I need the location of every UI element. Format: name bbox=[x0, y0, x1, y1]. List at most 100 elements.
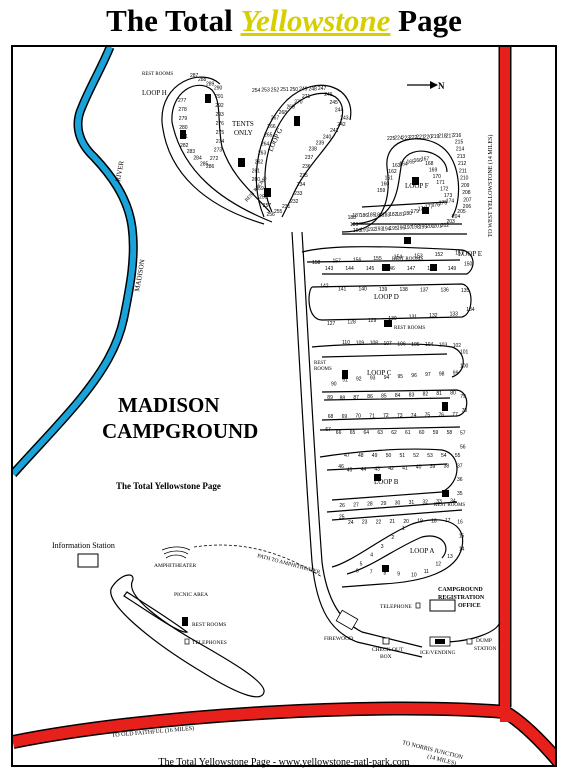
campsite-number: 60 bbox=[419, 430, 425, 436]
campsite-number: 44 bbox=[361, 467, 367, 473]
campsite-number: 268 bbox=[279, 110, 288, 116]
campsite-number: 152 bbox=[435, 252, 444, 258]
campsite-number: 24 bbox=[348, 520, 354, 526]
campsite-number: 154 bbox=[394, 255, 403, 261]
campsite-number: 285 bbox=[200, 161, 209, 167]
firewood-building bbox=[335, 609, 359, 631]
campsite-number: 156 bbox=[353, 257, 362, 263]
campsite-number: 234 bbox=[297, 182, 306, 188]
campsite-number: 217 bbox=[446, 133, 455, 139]
loop-c-label: LOOP C bbox=[367, 369, 392, 377]
campsite-number: 82 bbox=[423, 392, 429, 398]
campsite-number: 40 bbox=[416, 465, 422, 471]
dump-station-label-1: DUMP bbox=[476, 638, 492, 644]
title-suffix: Page bbox=[390, 3, 462, 38]
campsite-number: 180 bbox=[404, 211, 413, 217]
restroom-markers bbox=[180, 94, 449, 626]
campsite-number: 260 bbox=[252, 177, 261, 183]
campsite-number: 225 bbox=[387, 136, 396, 142]
restrooms-label-c-1: REST bbox=[314, 361, 326, 366]
campsite-number: 238 bbox=[309, 147, 318, 153]
campsite-number: 129 bbox=[368, 318, 377, 324]
campsite-number: 46 bbox=[338, 464, 344, 470]
campsite-number: 280 bbox=[179, 125, 188, 131]
campground-roads bbox=[161, 76, 501, 658]
campsite-number: 277 bbox=[178, 98, 187, 104]
registration-label-3: OFFICE bbox=[458, 603, 481, 609]
campsite-number: 102 bbox=[453, 343, 462, 349]
campsite-number: 149 bbox=[448, 266, 457, 272]
campsite-number: 240 bbox=[323, 134, 332, 140]
river-label: RIVER bbox=[114, 160, 126, 182]
campsite-number: 41 bbox=[402, 465, 408, 471]
main-highway bbox=[13, 47, 555, 765]
campsite-number: 168 bbox=[425, 161, 434, 167]
campsite-number: 62 bbox=[391, 430, 397, 436]
tents-only-label-1: TENTS bbox=[232, 120, 254, 128]
campsite-number: 258 bbox=[259, 194, 268, 200]
campsite-number: 167 bbox=[421, 156, 430, 162]
checkout-label-2: BOX bbox=[380, 654, 392, 660]
campsite-number: 99 bbox=[453, 371, 459, 377]
campground-title-line1: MADISON bbox=[118, 393, 220, 417]
to-norris-miles-label: (14 MILES) bbox=[427, 753, 457, 767]
campsite-number: 49 bbox=[372, 453, 378, 459]
campsite-number: 10 bbox=[411, 573, 417, 579]
campsite-number: 292 bbox=[215, 103, 224, 109]
watermark-label: The Total Yellowstone Page bbox=[116, 481, 221, 491]
campsite-number: 72 bbox=[383, 413, 389, 419]
campsite-number: 232 bbox=[290, 199, 299, 205]
restrooms-label-b: REST ROOMS bbox=[434, 503, 465, 508]
campsite-number: 68 bbox=[328, 414, 334, 420]
campsite-number: 253 bbox=[261, 88, 270, 94]
campsite-number: 243 bbox=[340, 115, 349, 121]
campsite-number: 42 bbox=[388, 466, 394, 472]
campsite-number: 209 bbox=[461, 183, 470, 189]
campsite-number: 59 bbox=[433, 430, 439, 436]
campsite-number: 291 bbox=[215, 94, 224, 100]
campsite-number: 223 bbox=[402, 135, 411, 141]
campsite-number: 158 bbox=[312, 260, 321, 266]
campsite-number: 244 bbox=[335, 108, 344, 114]
campsite-number: 254 bbox=[252, 88, 261, 94]
title-highlight-link[interactable]: Yellowstone bbox=[240, 3, 391, 38]
campsite-number: 201 bbox=[433, 224, 442, 230]
campsite-number: 53 bbox=[427, 453, 433, 459]
restrooms-label-d: REST ROOMS bbox=[394, 326, 425, 331]
campsite-number: 186 bbox=[360, 213, 369, 219]
campsite-number: 61 bbox=[405, 430, 411, 436]
campsite-number: 191 bbox=[360, 228, 369, 234]
campsite-number: 206 bbox=[463, 204, 472, 210]
telephone-label: TELEPHONE bbox=[380, 604, 412, 610]
campsite-number: 200 bbox=[426, 224, 435, 230]
campsite-number: 252 bbox=[271, 87, 280, 93]
campsite-number: 221 bbox=[416, 135, 425, 141]
loop-b-label: LOOP B bbox=[374, 478, 399, 486]
campsite-number: 272 bbox=[210, 156, 219, 162]
campsite-number: 194 bbox=[382, 226, 391, 232]
campsite-number: 187 bbox=[352, 213, 361, 219]
campsite-number: 220 bbox=[424, 134, 433, 140]
campsite-number: 104 bbox=[425, 342, 434, 348]
campsite-number: 89 bbox=[327, 395, 333, 401]
campsite-number: 26 bbox=[339, 503, 345, 509]
campsite-number: 133 bbox=[450, 311, 459, 317]
loop-e-label: LOOP E bbox=[458, 250, 482, 258]
campsite-number: 162 bbox=[388, 169, 397, 175]
campsite-number: 182 bbox=[389, 212, 398, 218]
campsite-number: 78 bbox=[462, 408, 468, 414]
campsite-number: 30 bbox=[395, 501, 401, 507]
campsite-number: 241 bbox=[330, 128, 339, 134]
campsite-number: 15 bbox=[459, 534, 465, 540]
campsite-number: 276 bbox=[216, 121, 225, 127]
campsite-number: 293 bbox=[216, 112, 225, 118]
campsite-number: 213 bbox=[457, 154, 466, 160]
picnic-area-label: PICNIC AREA bbox=[174, 592, 208, 598]
campsite-number: 235 bbox=[300, 173, 309, 179]
campsite-number: 266 bbox=[267, 124, 276, 130]
campsite-number: 77 bbox=[452, 412, 458, 418]
campsite-number: 236 bbox=[302, 164, 311, 170]
campsite-number: 242 bbox=[337, 122, 346, 128]
campsite-number: 109 bbox=[356, 340, 365, 346]
campsite-number: 91 bbox=[342, 377, 348, 383]
